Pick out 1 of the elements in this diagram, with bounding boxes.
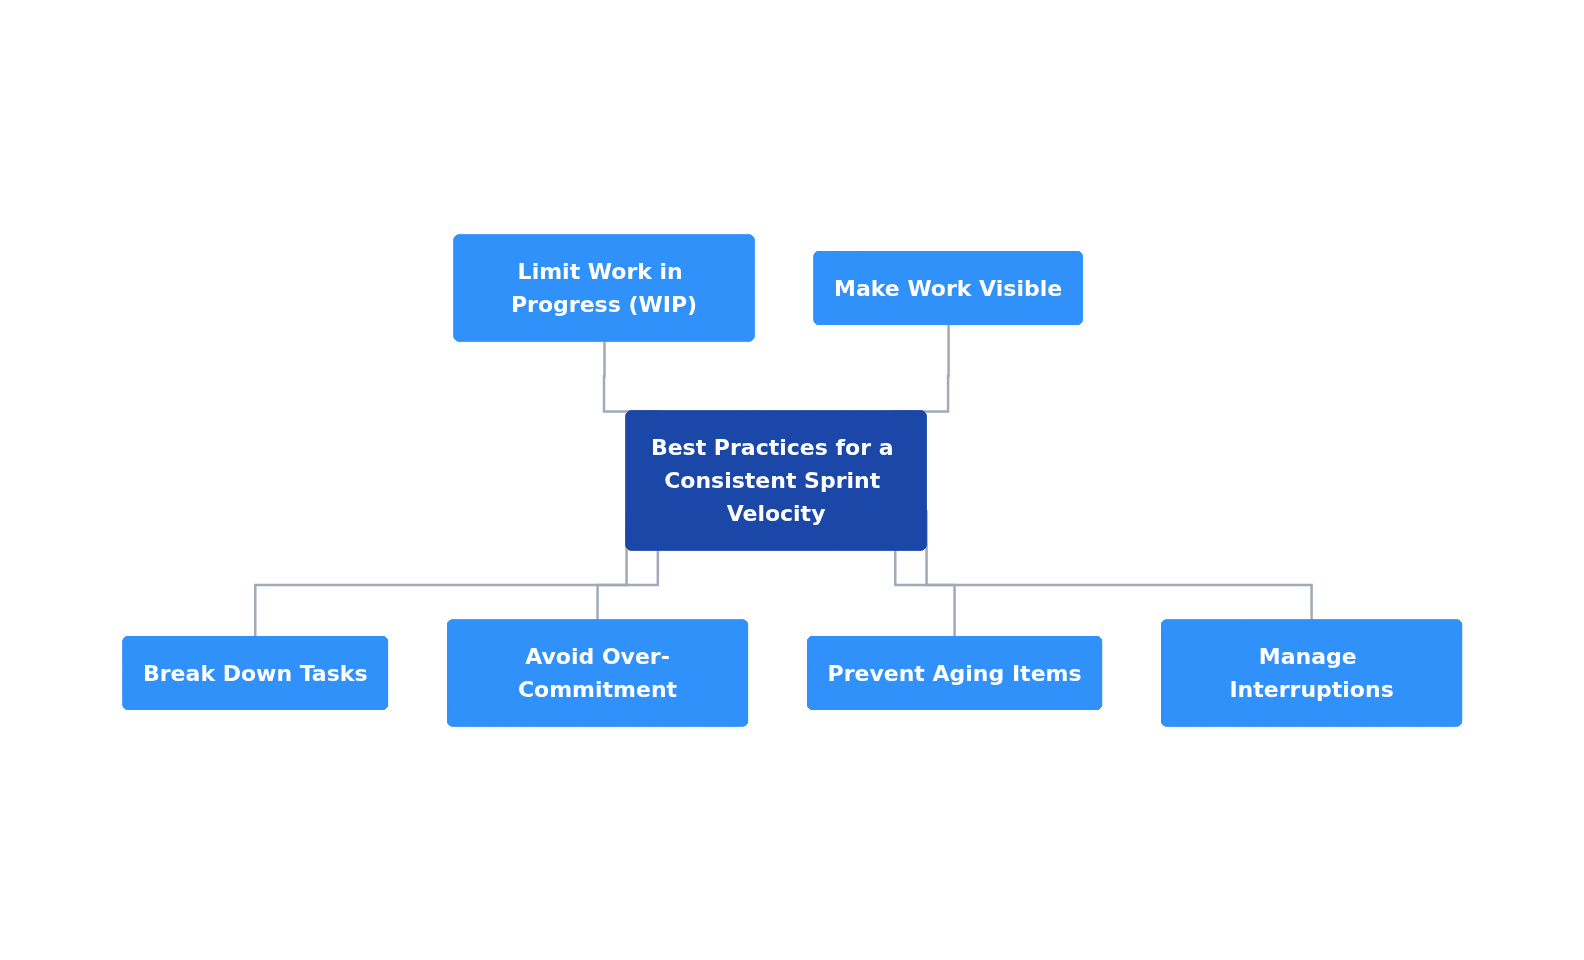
connector [893, 550, 956, 638]
